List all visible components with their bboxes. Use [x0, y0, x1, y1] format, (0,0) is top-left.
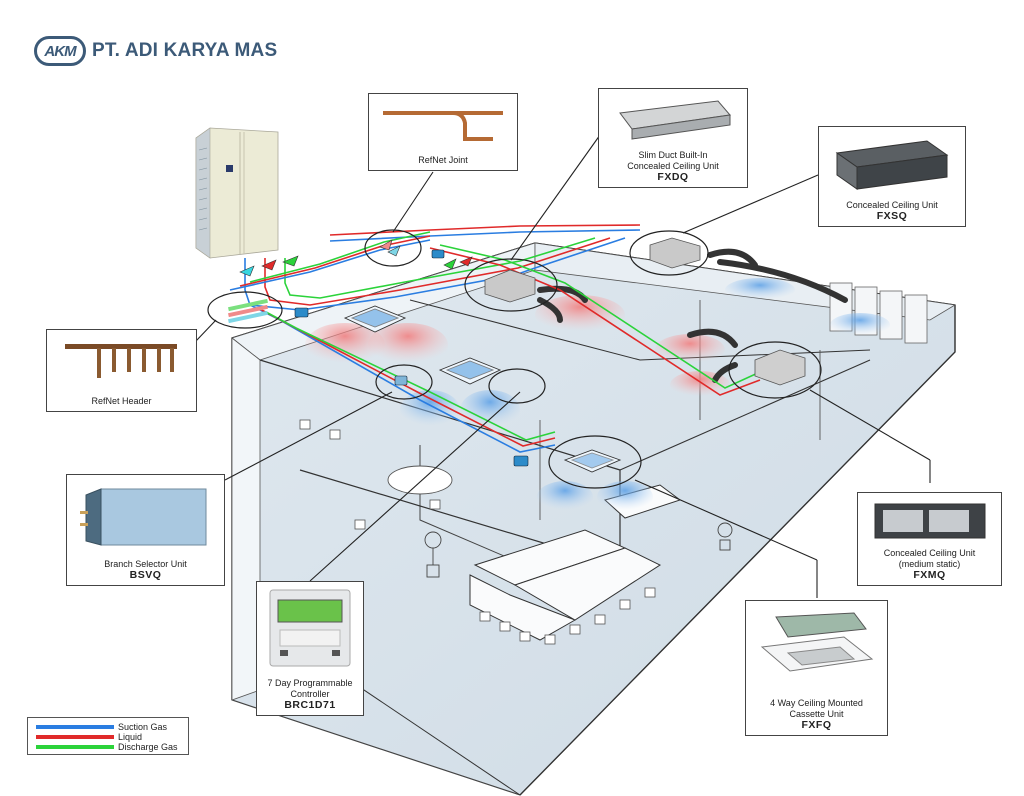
callout-label: Branch Selector Unit	[104, 559, 187, 569]
outdoor-unit	[195, 127, 279, 259]
callout-label: Slim Duct Built-In	[638, 150, 708, 160]
legend-label: Discharge Gas	[118, 742, 178, 752]
cassette-unit-icon	[760, 612, 874, 672]
callout-label: RefNet Header	[91, 396, 152, 406]
callout-label: 7 Day Programmable	[267, 678, 353, 688]
refnet-joint-icon	[383, 111, 503, 141]
legend-swatch	[36, 735, 114, 739]
legend-item-discharge-gas: Discharge Gas	[36, 742, 178, 752]
refnet-header-bars	[228, 298, 268, 324]
logo-badge-text: AKM	[44, 42, 76, 60]
company-logo: AKM PT. ADI KARYA MAS	[34, 36, 277, 66]
legend-item-liquid: Liquid	[36, 732, 142, 742]
duct-pipes	[537, 248, 848, 383]
highlight-circles	[207, 229, 822, 489]
refrigerant-lines	[229, 224, 761, 453]
refnet-header-icon	[64, 344, 177, 378]
branch-selector-unit-icon	[79, 488, 206, 546]
callout-refnet-joint: RefNet Joint	[368, 93, 518, 171]
callout-label: (medium static)	[898, 559, 961, 569]
callout-label: Concealed Ceiling Unit	[846, 200, 938, 210]
legend-label: Liquid	[118, 732, 143, 742]
branch-selector-boxes	[294, 249, 529, 467]
slim-duct-unit-icon	[619, 100, 731, 140]
callout-label: Cassette Unit	[789, 709, 844, 719]
callout-model: FXFQ	[801, 719, 832, 731]
programmable-controller-icon	[269, 589, 351, 667]
medium-static-unit-icon	[874, 503, 985, 539]
round-table	[387, 465, 453, 495]
callout-model: FXDQ	[657, 171, 689, 183]
chairs	[299, 419, 656, 645]
legend-item-suction-gas: Suction Gas	[36, 722, 167, 732]
flow-arrows	[239, 239, 473, 277]
callout-model: BRC1D71	[284, 699, 336, 711]
callout-label: Concealed Ceiling Unit	[627, 161, 719, 171]
callout-concealed-ceiling: Concealed Ceiling Unit FXSQ	[818, 126, 966, 227]
callout-branch-selector: Branch Selector Unit BSVQ	[66, 474, 225, 586]
legend-label: Suction Gas	[118, 722, 168, 732]
ceiling-cassette-units	[343, 305, 622, 473]
leader-lines	[195, 134, 931, 598]
ducted-units	[484, 237, 806, 386]
callout-model: FXMQ	[913, 569, 946, 581]
callout-label: 4 Way Ceiling Mounted	[770, 698, 863, 708]
callout-label: Concealed Ceiling Unit	[883, 548, 976, 558]
callout-slim-duct: Slim Duct Built-In Concealed Ceiling Uni…	[598, 88, 748, 188]
pipe-legend: Suction Gas Liquid Discharge Gas	[27, 717, 189, 755]
air-flow	[305, 278, 890, 513]
callout-model: FXSQ	[876, 210, 908, 222]
company-name: PT. ADI KARYA MAS	[92, 40, 278, 61]
callout-label: Controller	[290, 689, 330, 699]
brand-logo-icon	[226, 165, 233, 172]
callout-controller: 7 Day Programmable Controller BRC1D71	[256, 581, 364, 716]
callout-concealed-medium: Concealed Ceiling Unit (medium static) F…	[857, 492, 1002, 586]
legend-swatch	[36, 745, 114, 749]
logo-badge-icon: AKM	[34, 36, 86, 66]
callout-cassette: 4 Way Ceiling Mounted Cassette Unit FXFQ	[745, 600, 888, 736]
callout-label: RefNet Joint	[418, 155, 468, 165]
plant-decoration	[424, 522, 733, 578]
callout-refnet-header: RefNet Header	[46, 329, 197, 412]
concealed-ceiling-unit-icon	[835, 140, 949, 190]
legend-swatch	[36, 725, 114, 729]
callout-model: BSVQ	[129, 569, 162, 581]
